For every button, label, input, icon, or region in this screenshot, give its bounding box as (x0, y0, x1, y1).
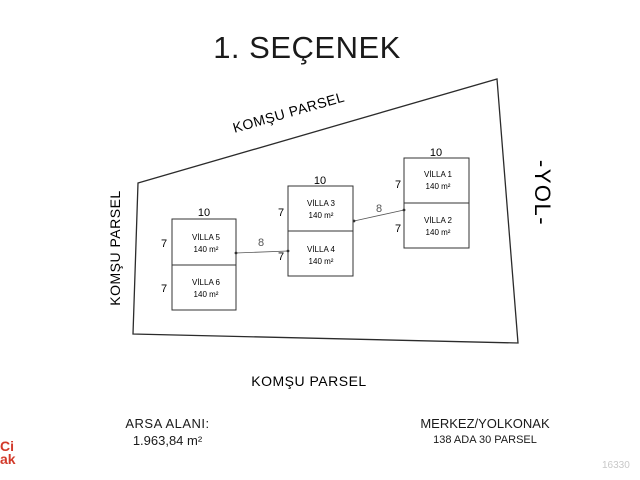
logo-line-1: Ci (0, 438, 14, 454)
villa-3-depth-dim: 7 (278, 207, 284, 219)
villa-4-plot (287, 230, 354, 277)
villa-4-name: VİLLA 4 (307, 245, 336, 254)
gap-dimension-left: 8 (234, 237, 290, 255)
villa-2-depth-dim: 7 (395, 223, 401, 235)
villa-6-plot (171, 264, 237, 311)
parcel-boundary (132, 78, 519, 344)
villa-5-name: VİLLA 5 (192, 233, 221, 242)
block-2-width-dim: 10 (314, 175, 326, 187)
road-label: -YOL- (530, 160, 555, 226)
villa-3-area: 140 m² (309, 211, 334, 220)
villa-5-depth-dim: 7 (161, 238, 167, 250)
block-3-width-dim: 10 (198, 207, 210, 219)
villa-1-plot (403, 157, 470, 204)
gap-dim-right-label: 8 (376, 203, 382, 215)
bottom-neighbor-label: KOMŞU PARSEL (251, 373, 366, 389)
villa-5-plot (171, 218, 237, 266)
land-area-label: ARSA ALANI: (125, 416, 210, 431)
parcel-label: 138 ADA 30 PARSEL (433, 434, 537, 446)
villa-4-depth-dim: 7 (278, 251, 284, 263)
villa-5-area: 140 m² (194, 245, 219, 254)
location-label: MERKEZ/YOLKONAK (420, 416, 550, 431)
villa-3-plot (287, 185, 354, 232)
watermark-text: 16330 (602, 460, 630, 471)
block-1-width-dim: 10 (430, 147, 442, 159)
villa-4-area: 140 m² (309, 257, 334, 266)
land-area-info: ARSA ALANI: 1.963,84 m² (105, 415, 230, 449)
brand-logo: Ci ak (0, 438, 16, 467)
villa-block-1-2: VİLLA 1 140 m² VİLLA 2 140 m² 10 7 7 (395, 147, 470, 249)
villa-2-name: VİLLA 2 (424, 216, 453, 225)
villa-block-3-4: VİLLA 3 140 m² VİLLA 4 140 m² 10 7 7 (278, 175, 354, 277)
gap-dimension-right: 8 (352, 203, 406, 223)
left-neighbor-label: KOMŞU PARSEL (107, 190, 123, 305)
villa-2-plot (403, 202, 470, 249)
villa-2-area: 140 m² (426, 228, 451, 237)
logo-line-2: ak (0, 451, 16, 467)
villa-1-name: VİLLA 1 (424, 170, 453, 179)
top-neighbor-label: KOMŞU PARSEL (231, 89, 346, 136)
villa-6-area: 140 m² (194, 290, 219, 299)
villa-1-area: 140 m² (426, 182, 451, 191)
villa-1-depth-dim: 7 (395, 179, 401, 191)
location-info: MERKEZ/YOLKONAK 138 ADA 30 PARSEL (410, 415, 560, 449)
villa-6-depth-dim: 7 (161, 283, 167, 295)
villa-block-5-6: VİLLA 5 140 m² VİLLA 6 140 m² 10 7 7 (161, 207, 237, 311)
land-area-value: 1.963,84 m² (132, 433, 203, 448)
plan-title: 1. SEÇENEK (213, 30, 401, 65)
villa-3-name: VİLLA 3 (307, 199, 336, 208)
villa-6-name: VİLLA 6 (192, 278, 221, 287)
gap-dim-left-label: 8 (258, 237, 264, 249)
